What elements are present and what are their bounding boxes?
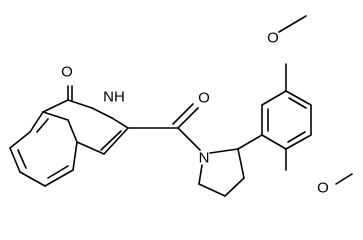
bond [91, 107, 113, 119]
bond-double-inner [288, 97, 307, 109]
bond [261, 134, 287, 150]
atom-label: O [198, 90, 210, 107]
bond [177, 107, 199, 129]
bond [237, 148, 245, 179]
bond [177, 127, 201, 151]
bond [19, 171, 46, 187]
atom-label-o-amide: O [198, 90, 210, 107]
bond [29, 111, 44, 133]
atom-label: N [199, 150, 210, 167]
bond [67, 99, 93, 109]
atom-label: NH [103, 89, 125, 106]
molecule-structure: O NH O N O O [9, 15, 353, 197]
bond-double [172, 103, 194, 125]
bond-double-inner [36, 118, 49, 133]
bond [237, 134, 263, 150]
atom-label-nh: NH [103, 89, 125, 106]
methoxy-bottom [285, 148, 353, 185]
atom-label-o-methoxy-top: O [267, 30, 279, 47]
bond [42, 99, 69, 113]
bond [67, 119, 78, 143]
bond [9, 131, 31, 149]
atom-label: O [317, 180, 329, 197]
atom-label-n-pyrrolidine: N [199, 150, 210, 167]
pyrrolidine-ring [198, 148, 245, 197]
bond [42, 111, 69, 121]
bond [285, 134, 312, 150]
benzo-ring [9, 99, 78, 187]
atom-label: O [61, 64, 73, 81]
bond-double-inner [287, 131, 306, 143]
bond [335, 173, 353, 185]
bond [198, 183, 226, 197]
bond-double-inner [100, 130, 122, 151]
bond-double-inner [17, 149, 27, 169]
methoxy-top [278, 15, 307, 92]
bond [198, 164, 203, 185]
bond [285, 90, 312, 106]
bond [103, 127, 129, 155]
atom-label: O [267, 30, 279, 47]
dimethoxyphenyl-ring [237, 90, 312, 150]
atom-label-o-methoxy-bottom: O [317, 180, 329, 197]
bond [44, 169, 74, 187]
bond [9, 147, 21, 173]
bond [76, 141, 105, 155]
atom-label-o-ring: O [61, 64, 73, 81]
bond [278, 15, 307, 33]
bond [261, 90, 287, 106]
bond [209, 148, 239, 154]
bond [72, 141, 78, 171]
bond [224, 177, 245, 197]
amide-linker [127, 103, 201, 151]
pyridinone-ring [67, 85, 129, 155]
bond [111, 117, 129, 129]
bond-double-inner [47, 165, 69, 179]
structure-canvas: O NH O N O O [9, 15, 353, 197]
